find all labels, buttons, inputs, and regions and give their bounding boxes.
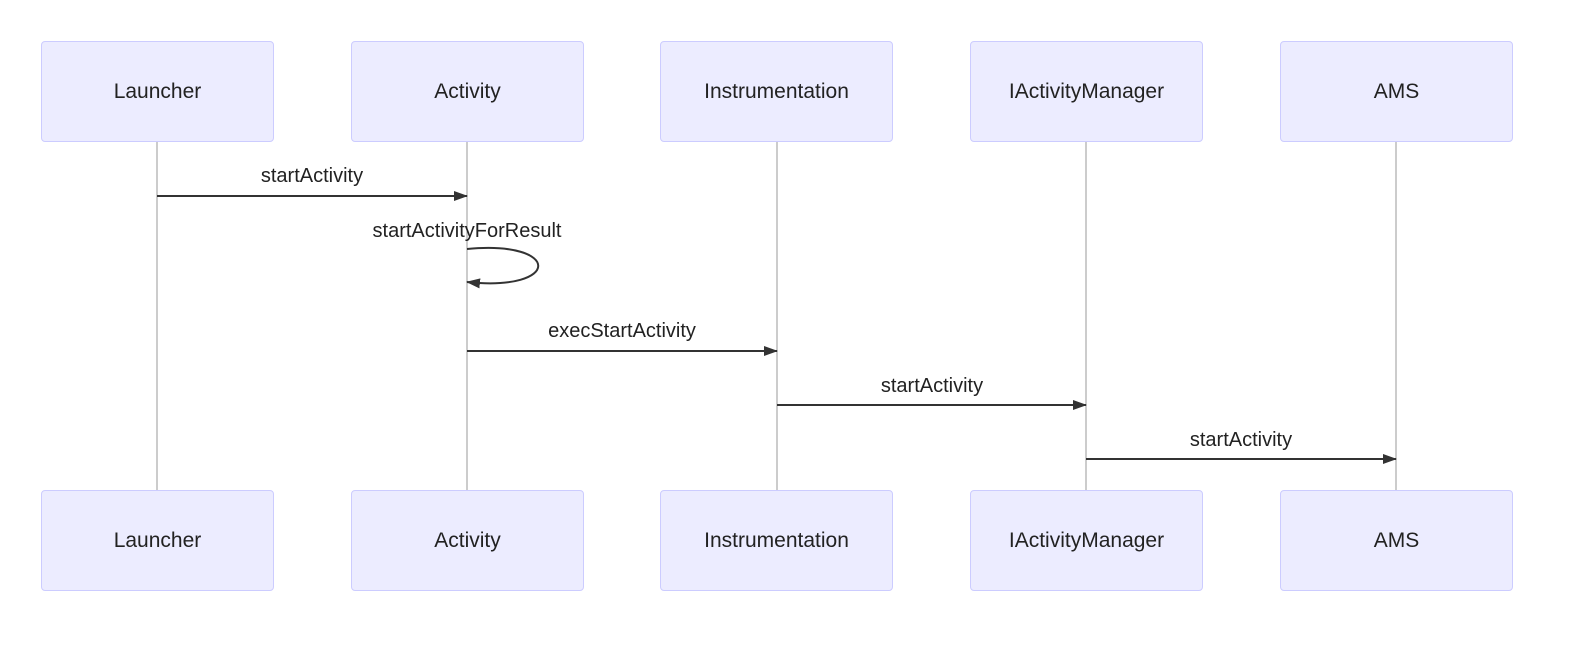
actor-label: AMS bbox=[1373, 528, 1420, 552]
actor-label: AMS bbox=[1373, 79, 1420, 103]
actor-label: Activity bbox=[434, 528, 501, 552]
actor-label: IActivityManager bbox=[1008, 79, 1165, 103]
actor-bottom-activity: Activity bbox=[351, 490, 584, 591]
actor-label: Activity bbox=[434, 79, 501, 103]
actor-bottom-ams: AMS bbox=[1280, 490, 1513, 591]
actor-bottom-instrumentation: Instrumentation bbox=[660, 490, 893, 591]
actor-label: IActivityManager bbox=[1008, 528, 1165, 552]
actor-bottom-iactivitymanager: IActivityManager bbox=[970, 490, 1203, 591]
message-label-start-activity-2: startActivity bbox=[880, 375, 984, 397]
message-label-start-activity-1: startActivity bbox=[260, 165, 364, 187]
message-label-start-activity-for-result: startActivityForResult bbox=[372, 220, 562, 242]
actor-label: Launcher bbox=[113, 528, 202, 552]
actor-top-launcher: Launcher bbox=[41, 41, 274, 142]
actor-label: Instrumentation bbox=[704, 528, 849, 552]
actor-top-instrumentation: Instrumentation bbox=[660, 41, 893, 142]
actor-bottom-launcher: Launcher bbox=[41, 490, 274, 591]
self-message-arrow bbox=[466, 246, 540, 289]
message-label-exec-start-activity: execStartActivity bbox=[548, 320, 696, 342]
actor-top-iactivitymanager: IActivityManager bbox=[970, 41, 1203, 142]
actor-top-ams: AMS bbox=[1280, 41, 1513, 142]
message-label-start-activity-3: startActivity bbox=[1189, 429, 1293, 451]
actor-top-activity: Activity bbox=[351, 41, 584, 142]
actor-label: Launcher bbox=[113, 79, 202, 103]
actor-label: Instrumentation bbox=[704, 79, 849, 103]
